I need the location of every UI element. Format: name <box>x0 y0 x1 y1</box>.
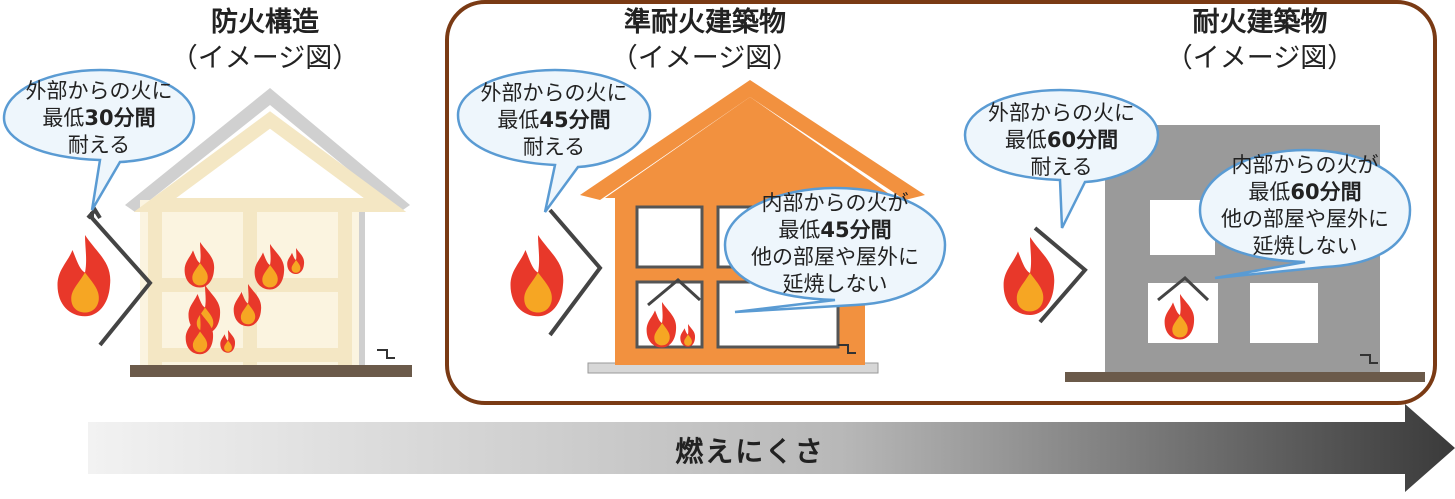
bubble-inside-house2-text: 内部からの火が 最低45分間 他の部屋や屋外に 延焼しない <box>751 191 919 296</box>
highlight-frame <box>445 0 1437 405</box>
bubble-inside-building3-text: 内部からの火が 最低60分間 他の部屋や屋外に 延焼しない <box>1221 153 1389 258</box>
fire-deflect-arrow-house1 <box>90 212 153 347</box>
bubble-inside-building3 <box>1198 148 1412 280</box>
bubble-outside-house1-text: 外部からの火に 最低30分間 耐える <box>25 79 173 157</box>
panel1-subtitle: （イメージ図） <box>170 43 360 74</box>
panel1-title: 防火構造 <box>211 7 319 38</box>
bubble-outside-house1 <box>2 68 196 211</box>
difficulty-arrow <box>88 404 1455 492</box>
difficulty-arrow-label: 燃えにくさ <box>675 435 825 468</box>
house-fireproof-structure <box>125 88 412 377</box>
bubble-outside-building3 <box>963 88 1160 229</box>
panel3-title: 耐火建築物 <box>1192 7 1328 38</box>
panel3-subtitle: （イメージ図） <box>1165 43 1355 74</box>
fire-deflect-arrow-building3 <box>1033 226 1088 324</box>
panel2-subtitle: （イメージ図） <box>610 43 800 74</box>
bubble-inside-house2 <box>723 186 947 314</box>
bubble-outside-building3-text: 外部からの火に 最低60分間 耐える <box>988 101 1135 179</box>
fire-deflect-arrow-house2 <box>548 208 603 337</box>
panel2-title: 準耐火建築物 <box>624 7 786 38</box>
bubble-outside-house2-text: 外部からの火に 最低45分間 耐える <box>480 81 628 159</box>
bubble-outside-house2 <box>456 68 652 213</box>
inner-arrow-building3 <box>1157 276 1210 302</box>
inner-arrow-house2 <box>647 278 702 307</box>
